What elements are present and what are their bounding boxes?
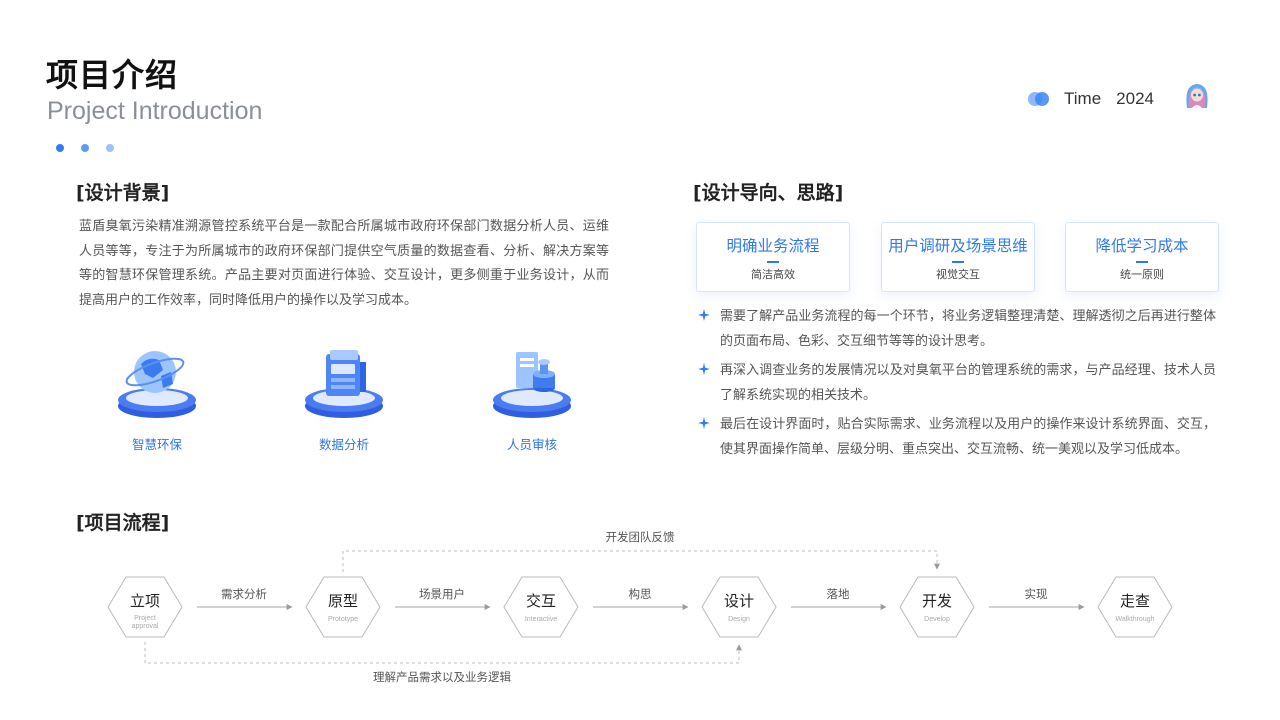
guidance-section-title: [设计导向、思路] <box>693 182 844 204</box>
process-step-project-approval: 立项 Project approval <box>107 576 183 638</box>
process-arrow: 需求分析 <box>197 587 293 610</box>
time-year: 2024 <box>1116 89 1154 108</box>
list-item: 再深入调查业务的发展情况以及对臭氧平台的管理系统的需求，与产品经理、技术人员了解… <box>698 359 1216 408</box>
step-sub: Interactive <box>525 616 557 623</box>
feedback-connector-top <box>342 550 940 572</box>
guidance-card: 明确业务流程 简洁高效 <box>696 222 850 292</box>
step-sub: approval <box>132 623 159 630</box>
process-step-design: 设计 Design <box>701 576 777 638</box>
step-sub: Develop <box>924 616 950 623</box>
step-label: 开发 <box>922 592 952 610</box>
step-label: 走查 <box>1120 592 1150 610</box>
step-sub: Project <box>134 615 156 622</box>
process-step-develop: 开发 Develop <box>899 576 975 638</box>
process-arrow: 实现 <box>989 587 1085 610</box>
list-item: 最后在设计界面时，贴合实际需求、业务流程以及用户的操作来设计系统界面、交互，使其… <box>698 413 1216 462</box>
process-step-walkthrough: 走查 Walkthrough <box>1097 576 1173 638</box>
bullet-text: 再深入调查业务的发展情况以及对臭氧平台的管理系统的需求，与产品经理、技术人员了解… <box>720 363 1216 403</box>
step-label: 交互 <box>526 592 556 610</box>
card-divider <box>767 261 779 263</box>
feature-smart-env: 智慧环保 <box>102 340 212 453</box>
feature-label: 智慧环保 <box>131 437 182 452</box>
card-title: 降低学习成本 <box>1095 237 1189 255</box>
process-arrow: 构思 <box>593 587 689 610</box>
sparkle-icon <box>698 309 710 321</box>
globe-icon <box>118 351 196 418</box>
background-section-title: [设计背景] <box>76 182 170 204</box>
process-step-interactive: 交互 Interactive <box>503 576 579 638</box>
time-block: Time 2024 <box>1028 84 1154 114</box>
page-title: 项目介绍 <box>46 56 179 94</box>
process-step-prototype: 原型 Prototype <box>305 576 381 638</box>
guidance-bullet-list: 需要了解产品业务流程的每一个环节，将业务逻辑整理清楚、理解透彻之后再进行整体的页… <box>698 305 1216 467</box>
step-sub: Design <box>728 616 750 623</box>
process-arrow: 场景用户 <box>395 587 491 610</box>
avatar <box>1186 84 1208 108</box>
personnel-review-icon <box>493 352 571 418</box>
card-title: 用户调研及场景思维 <box>888 237 1028 255</box>
feature-data-analysis: 数据分析 <box>289 340 399 453</box>
time-label: Time <box>1064 89 1102 108</box>
feedback-connector-bottom <box>144 642 742 664</box>
feature-personnel-review: 人员审核 <box>477 340 587 453</box>
list-item: 需要了解产品业务流程的每一个环节，将业务逻辑整理清楚、理解透彻之后再进行整体的页… <box>698 305 1216 354</box>
time-circles-icon <box>1028 91 1052 107</box>
feedback-label-top: 开发团队反馈 <box>606 530 675 544</box>
feedback-label-bottom: 理解产品需求以及业务逻辑 <box>373 670 511 684</box>
card-divider <box>1136 261 1148 263</box>
bullet-text: 最后在设计界面时，贴合实际需求、业务流程以及用户的操作来设计系统界面、交互，使其… <box>720 417 1216 457</box>
step-sub: Walkthrough <box>1115 616 1154 623</box>
process-arrow: 落地 <box>791 587 887 610</box>
page-subtitle: Project Introduction <box>47 97 263 125</box>
guidance-card: 用户调研及场景思维 视觉交互 <box>881 222 1035 292</box>
sparkle-icon <box>698 417 710 429</box>
feature-label: 人员审核 <box>506 437 557 452</box>
card-subtitle: 统一原则 <box>1120 268 1164 281</box>
step-sub: Prototype <box>328 616 358 623</box>
guidance-card: 降低学习成本 统一原则 <box>1065 222 1219 292</box>
feature-label: 数据分析 <box>318 437 369 452</box>
sparkle-icon <box>698 363 710 375</box>
bullet-text: 需要了解产品业务流程的每一个环节，将业务逻辑整理清楚、理解透彻之后再进行整体的页… <box>720 309 1216 349</box>
background-description: 蓝盾臭氧污染精准溯源管控系统平台是一款配合所属城市政府环保部门数据分析人员、运维… <box>79 219 609 308</box>
card-title: 明确业务流程 <box>726 237 820 255</box>
step-label: 原型 <box>328 592 358 610</box>
arrow-label: 实现 <box>1025 587 1048 601</box>
arrow-label: 落地 <box>827 587 850 601</box>
card-subtitle: 简洁高效 <box>751 268 795 281</box>
step-label: 立项 <box>130 592 160 610</box>
arrow-label: 构思 <box>629 587 652 601</box>
card-subtitle: 视觉交互 <box>936 268 980 281</box>
process-section-title: [项目流程] <box>76 512 170 534</box>
arrow-label: 需求分析 <box>221 587 267 601</box>
step-label: 设计 <box>724 592 754 610</box>
card-divider <box>952 261 964 263</box>
arrow-label: 场景用户 <box>419 587 465 601</box>
data-server-icon <box>305 350 383 418</box>
decorative-dots <box>56 144 114 152</box>
